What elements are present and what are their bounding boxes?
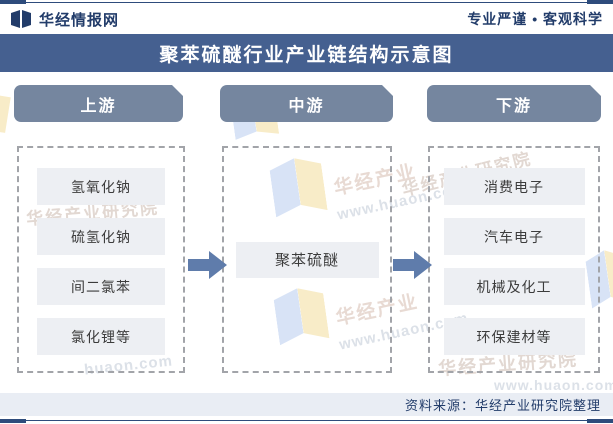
upstream-item: 氯化锂等 (37, 318, 165, 355)
stage-header-downstream: 下游 (427, 85, 601, 122)
upstream-item: 氢氧化钠 (37, 168, 165, 205)
page-title: 聚苯硫醚行业产业链结构示意图 (159, 44, 454, 66)
watermark-fragment (0, 95, 11, 133)
stage-header-upstream: 上游 (14, 85, 183, 122)
top-left-cap (0, 0, 26, 4)
downstream-box: 消费电子 汽车电子 机械及化工 环保建材等 (428, 146, 600, 373)
downstream-item: 汽车电子 (443, 218, 585, 255)
watermark-site: www.huaon.com (494, 377, 613, 393)
upstream-item: 硫氢化钠 (37, 218, 165, 255)
top-right-cap (587, 0, 613, 4)
top-rule (0, 2, 613, 3)
bottom-left-cap (0, 419, 26, 423)
stage-header-midstream: 中游 (220, 85, 393, 122)
downstream-item: 环保建材等 (443, 318, 585, 355)
arrow-right-icon (188, 251, 227, 279)
source-bar: 资料来源：华经产业研究院整理 (0, 393, 613, 416)
downstream-item: 消费电子 (443, 168, 585, 205)
upstream-item: 间二氯苯 (37, 268, 165, 305)
midstream-item: 聚苯硫醚 (235, 241, 379, 278)
title-bar: 聚苯硫醚行业产业链结构示意图 (0, 34, 613, 72)
brand-row: 华经情报网 专业严谨 • 客观科学 (10, 6, 603, 32)
bottom-rule (0, 420, 613, 421)
huajing-logo-icon (11, 10, 31, 28)
brand: 华经情报网 (10, 9, 119, 30)
bottom-right-cap (587, 419, 613, 423)
brand-name: 华经情报网 (39, 11, 120, 29)
arrow-right-icon (393, 251, 432, 279)
slogan: 专业严谨 • 客观科学 (467, 11, 603, 27)
downstream-item: 机械及化工 (443, 268, 585, 305)
source-text: 资料来源：华经产业研究院整理 (404, 398, 601, 413)
midstream-box: 聚苯硫醚 (222, 146, 392, 373)
upstream-box: 氢氧化钠 硫氢化钠 间二氯苯 氯化锂等 (17, 146, 185, 373)
